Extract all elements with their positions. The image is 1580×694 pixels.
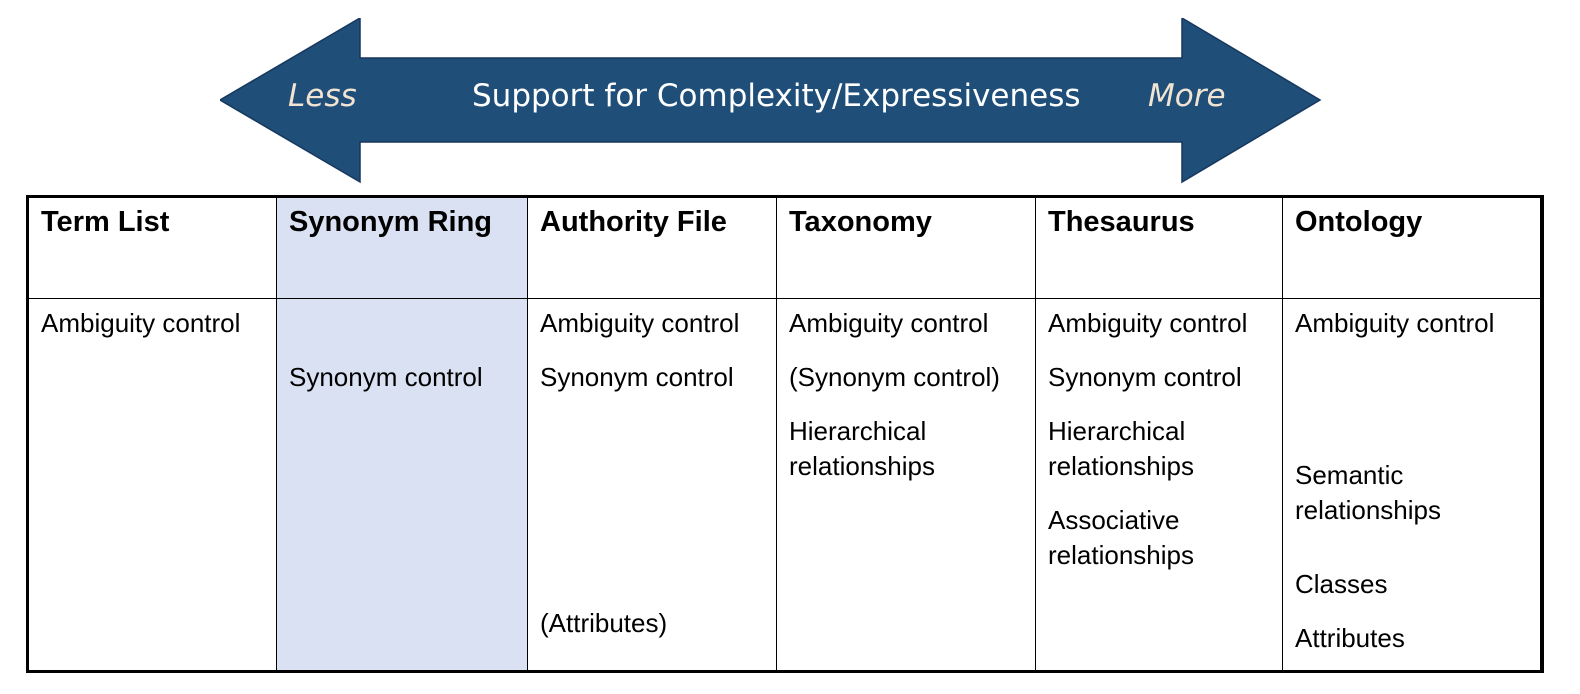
cell-item: relationships <box>1048 540 1194 570</box>
column-title: Term List <box>41 206 170 238</box>
arrow-more-label: More <box>1148 78 1226 114</box>
arrow-center-label: Support for Complexity/Expressiveness <box>472 78 1081 114</box>
column-thesaurus: Thesaurus Ambiguity control Synonym cont… <box>1036 198 1283 670</box>
cell-item: Synonym control <box>289 362 483 392</box>
cell-item: Attributes <box>1295 623 1405 653</box>
double-arrow-shape <box>220 18 1322 184</box>
cell-item: relationships <box>789 451 935 481</box>
cell-item: relationships <box>1295 495 1441 525</box>
cell-item: (Synonym control) <box>789 362 1000 392</box>
column-title: Taxonomy <box>789 206 932 238</box>
column-synonym-ring: Synonym Ring Synonym control <box>277 198 528 670</box>
cell-item: relationships <box>1048 451 1194 481</box>
vocabulary-comparison-table: Term List Ambiguity control Synonym Ring… <box>26 195 1544 673</box>
column-title: Authority File <box>540 206 727 238</box>
column-taxonomy: Taxonomy Ambiguity control (Synonym cont… <box>777 198 1036 670</box>
cell-item: Ambiguity control <box>41 308 241 338</box>
column-title: Ontology <box>1295 206 1423 238</box>
cell-item: Ambiguity control <box>1295 308 1495 338</box>
cell-item: Synonym control <box>1048 362 1242 392</box>
complexity-arrow: Less Support for Complexity/Expressivene… <box>220 18 1322 184</box>
cell-item: Synonym control <box>540 362 734 392</box>
cell-item: Associative <box>1048 505 1180 535</box>
column-ontology: Ontology Ambiguity control Semantic rela… <box>1283 198 1541 670</box>
cell-item: Semantic <box>1295 460 1404 490</box>
cell-item: Ambiguity control <box>1048 308 1248 338</box>
column-title: Thesaurus <box>1048 206 1195 238</box>
column-authority-file: Authority File Ambiguity control Synonym… <box>528 198 777 670</box>
cell-item: Hierarchical <box>1048 416 1186 446</box>
cell-item: Hierarchical <box>789 416 927 446</box>
cell-item: Ambiguity control <box>789 308 989 338</box>
arrow-less-label: Less <box>288 78 357 114</box>
cell-item: (Attributes) <box>540 608 668 638</box>
header-divider <box>29 298 1541 299</box>
cell-item: Classes <box>1295 569 1388 599</box>
cell-item: Ambiguity control <box>540 308 740 338</box>
column-term-list: Term List Ambiguity control <box>29 198 277 670</box>
column-title: Synonym Ring <box>289 206 493 238</box>
